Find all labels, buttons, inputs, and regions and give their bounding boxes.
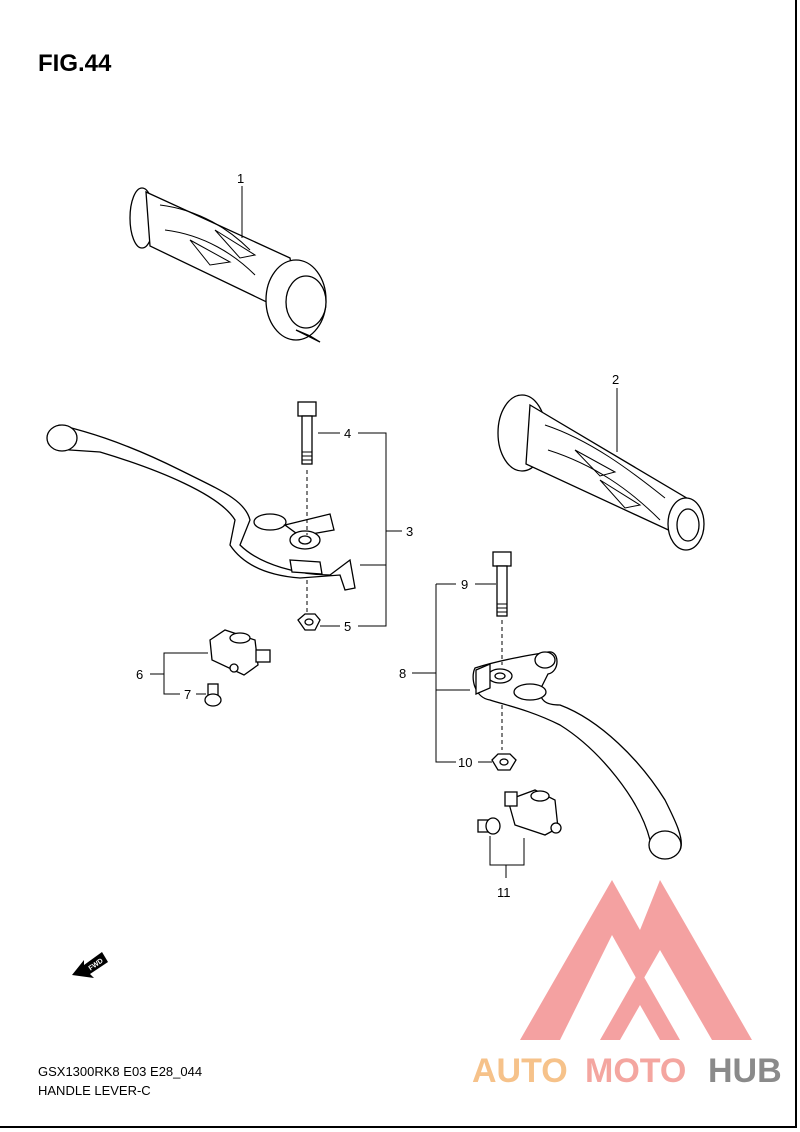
figure-title: FIG.44 xyxy=(38,50,112,77)
bolt-4 xyxy=(297,401,317,535)
watermark-hub: HUB xyxy=(708,1052,782,1090)
screw-7 xyxy=(204,683,222,707)
watermark-logo xyxy=(520,880,752,1040)
callout-3: 3 xyxy=(406,524,413,539)
callout-1: 1 xyxy=(237,171,244,186)
leader-lines xyxy=(150,186,618,878)
lever-right xyxy=(472,651,682,860)
switch-left xyxy=(209,629,271,676)
watermark-text: AUTO MOTO HUB xyxy=(472,1052,782,1090)
watermark-moto: MOTO xyxy=(585,1052,686,1090)
callout-10: 10 xyxy=(458,755,472,770)
nut-5 xyxy=(297,580,321,631)
callout-11: 11 xyxy=(497,885,511,900)
fwd-label: FWD xyxy=(88,958,105,973)
fwd-arrow-icon: FWD xyxy=(72,952,108,978)
switch-right xyxy=(477,789,562,836)
footer-model: GSX1300RK8 E03 E28_044 xyxy=(38,1064,203,1079)
callout-9: 9 xyxy=(461,577,468,592)
callout-6: 6 xyxy=(136,667,143,682)
callout-2: 2 xyxy=(612,372,619,387)
callout-7: 7 xyxy=(184,687,191,702)
callout-5: 5 xyxy=(344,619,351,634)
bolt-9 xyxy=(492,551,512,665)
grip-right xyxy=(497,394,705,551)
callout-4: 4 xyxy=(344,426,351,441)
grip-left xyxy=(129,187,327,343)
watermark-auto: AUTO xyxy=(472,1052,568,1090)
footer-section: HANDLE LEVER-C xyxy=(38,1083,151,1098)
lever-left xyxy=(46,424,356,591)
nut-10 xyxy=(491,705,517,771)
callout-8: 8 xyxy=(399,666,406,681)
